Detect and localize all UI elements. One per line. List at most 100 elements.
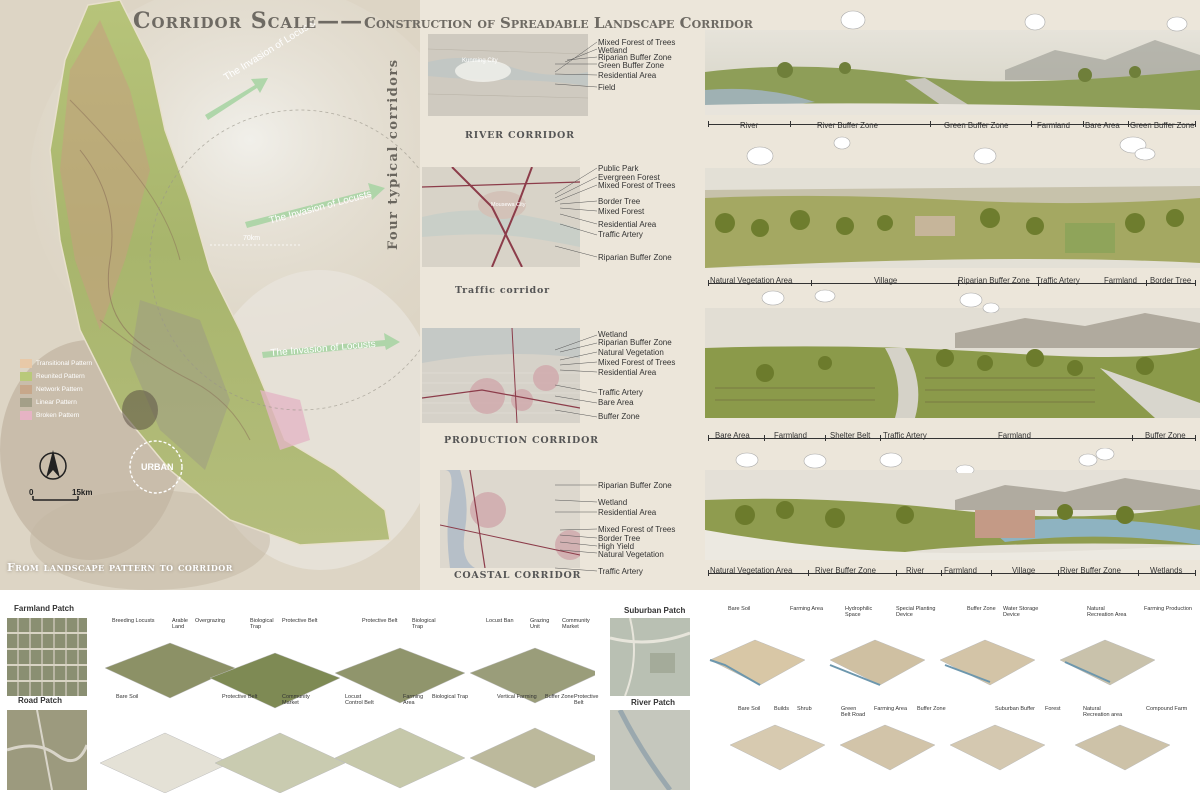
river-segment: River [740, 121, 759, 130]
invasion-arrow-3 [262, 333, 400, 358]
traffic-segment: Traffic Artery [1036, 276, 1080, 285]
traffic-label: Traffic Artery [598, 230, 643, 239]
coastal-label: Riparian Buffer Zone [598, 481, 672, 490]
legend-swatch [20, 385, 32, 394]
diagram-label: Buffer Zone [967, 606, 996, 612]
page-subtitle: Construction of Spreadable Landscape Cor… [364, 14, 753, 32]
diagram-label: Compound Farm [1146, 706, 1188, 712]
traffic-label: Mixed Forest of Trees [598, 181, 676, 190]
diagram-label: Builds [774, 706, 789, 712]
river-label: Mixed Forest of Trees [598, 38, 676, 47]
traffic-segment: Natural Vegetation Area [710, 276, 793, 285]
traffic-label: Public Park [598, 164, 639, 173]
diagram-label: Green Belt Road [841, 706, 866, 718]
traffic-leader-lines [555, 167, 598, 258]
production-segment: Shelter Belt [830, 431, 871, 440]
coastal-section-illustration [705, 470, 1200, 560]
diagram-label: Protective Belt [222, 694, 258, 700]
diagram-label: Biological Trap [432, 694, 469, 700]
map-legend: Transitional Pattern Reunited Pattern Ne… [20, 357, 92, 422]
traffic-label: Border Tree [598, 197, 641, 206]
traffic-corridor-title: Traffic corridor [455, 285, 550, 296]
production-label: Wetland [598, 330, 628, 339]
diagram-label: Hydrophilic Space [845, 606, 873, 618]
coastal-segment: River [906, 566, 925, 575]
coastal-segment: River Buffer Zone [815, 566, 876, 575]
north-arrow-icon [39, 450, 67, 480]
production-segment: Farmland [774, 431, 807, 440]
diagram-label: Vertical Farming [497, 694, 537, 700]
traffic-label: Residential Area [598, 220, 657, 229]
production-corridor-map [422, 328, 580, 423]
diagram-label: Protective Belt [362, 618, 398, 624]
production-corridor-title: Production corridor [444, 435, 599, 446]
river-patch-title: River Patch [631, 698, 676, 707]
legend-label: Transitional Pattern [36, 360, 93, 367]
legend-item: Network Pattern [20, 383, 92, 396]
production-label: Residential Area [598, 368, 657, 377]
traffic-city-label: Mousewa City [491, 202, 526, 208]
diagram-label: Overgrazing [195, 618, 225, 624]
river-label: Wetland [598, 46, 628, 55]
patch-diagrams-right [709, 639, 1171, 771]
diagram-label: Shrub [797, 706, 812, 712]
river-segment: Green Buffer Zone [944, 121, 1009, 130]
diagram-label: Suburban Buffer [995, 706, 1035, 712]
coastal-label: Border Tree [598, 534, 641, 543]
page-title: Corridor Scale—— [133, 8, 364, 34]
coastal-label: Traffic Artery [598, 567, 643, 576]
river-callouts [840, 10, 1188, 32]
patch-panel: Farmland Patch Road Patch Breeding Locus… [0, 590, 1200, 800]
coastal-label: Mixed Forest of Trees [598, 525, 676, 534]
patch-diagrams-left [99, 642, 595, 793]
production-segment: Bare Area [715, 431, 750, 440]
coastal-segment: Natural Vegetation Area [710, 566, 793, 575]
coastal-corridor-map [440, 470, 580, 568]
map-caption: From landscape pattern to corridor [7, 561, 233, 574]
traffic-section-axis [708, 280, 1196, 286]
traffic-segment: Border Tree [1150, 276, 1192, 285]
corridor-panel: The Invasion of Locusts The Invasion of … [0, 0, 1200, 590]
diagram-label: Bare Soil [116, 694, 139, 700]
diagram-label: Farming Area [874, 706, 908, 712]
production-callouts [761, 289, 1000, 313]
production-label: Riparian Buffer Zone [598, 338, 672, 347]
legend-swatch [20, 398, 32, 407]
river-segment: Bare Area [1085, 121, 1120, 130]
diagram-label: Biological Trap [412, 618, 436, 630]
distance-label: 70km [243, 235, 261, 242]
diagram-label: Farming Area [790, 606, 824, 612]
legend-label: Network Pattern [36, 386, 83, 393]
diagram-label: Arable Land [172, 618, 188, 630]
river-city-label: Kunming City [462, 58, 498, 64]
diagram-label: Protective Belt [282, 618, 318, 624]
farmland-patch-title: Farmland Patch [14, 604, 75, 613]
production-label: Natural Vegetation [598, 348, 664, 357]
traffic-label: Riparian Buffer Zone [598, 253, 672, 262]
coastal-label: Residential Area [598, 508, 657, 517]
traffic-label: Evergreen Forest [598, 173, 660, 182]
scale-bar [32, 496, 79, 501]
scale-end: 15km [72, 488, 93, 497]
diagram-label: Farming Area [403, 694, 424, 706]
invasion-arrow-2 [245, 183, 385, 228]
legend-item: Transitional Pattern [20, 357, 92, 370]
coastal-segment: Farmland [944, 566, 977, 575]
legend-item: Linear Pattern [20, 396, 92, 409]
production-label: Mixed Forest of Trees [598, 358, 676, 367]
production-segment: Farmland [998, 431, 1031, 440]
river-segment: River Buffer Zone [817, 121, 878, 130]
river-section-axis [708, 121, 1196, 127]
production-label: Bare Area [598, 398, 634, 407]
production-segment: Traffic Artery [883, 431, 927, 440]
river-corridor-title: River corridor [465, 130, 575, 141]
production-section-illustration [705, 308, 1200, 418]
river-label: Field [598, 83, 616, 92]
diagram-label: Buffer Zone [917, 706, 946, 712]
diagram-label: Locust Control Belt [345, 694, 374, 706]
legend-item: Broken Pattern [20, 409, 92, 422]
production-leader-lines [555, 334, 598, 418]
traffic-callouts [746, 136, 1156, 166]
coastal-label: Natural Vegetation [598, 550, 664, 559]
diagram-label: Farming Production [1144, 606, 1192, 612]
